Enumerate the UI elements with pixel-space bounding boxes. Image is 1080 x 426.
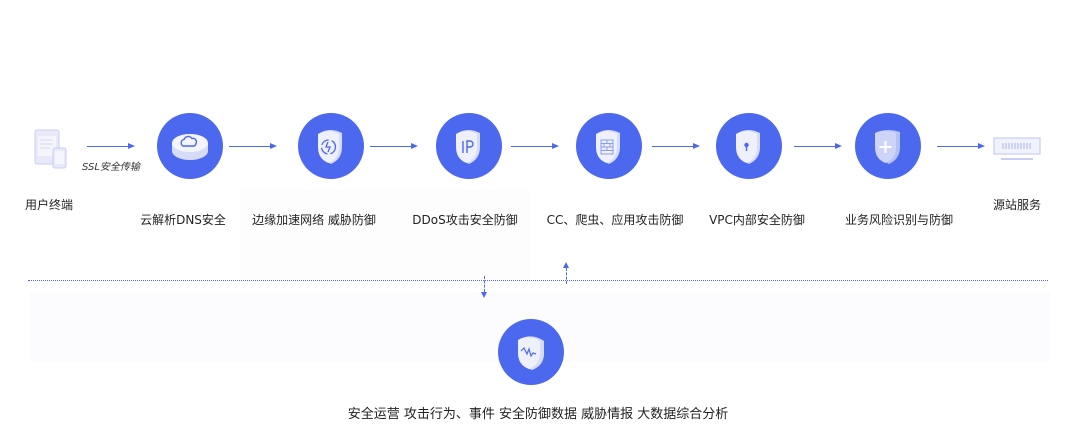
up-connector (566, 268, 567, 284)
step-node-cc (576, 113, 642, 179)
operations-node (498, 319, 564, 385)
step-node-risk (855, 113, 921, 179)
up-arrow-icon (563, 262, 569, 268)
step-label: 边缘加速网络 威胁防御 (252, 213, 376, 227)
flow-arrow (87, 143, 135, 149)
target-label: 源站服务 (992, 198, 1042, 212)
shield-pulse-icon (518, 336, 544, 370)
step-label: 业务风险识别与防御 (844, 213, 954, 227)
ssl-label: SSL安全传输 (82, 162, 140, 173)
flow-arrow (229, 143, 277, 149)
step-node-ddos (436, 113, 502, 179)
flow-arrow (370, 143, 418, 149)
operations-label: 安全运营 攻击行为、事件 安全防御数据 威胁情报 大数据综合分析 (347, 407, 729, 422)
shield-plus-icon (875, 130, 900, 164)
server-icon (993, 137, 1041, 163)
flow-arrow (794, 143, 842, 149)
shield-firewall-icon (596, 130, 620, 164)
source-label: 用户终端 (24, 198, 74, 212)
step-label: 云解析DNS安全 (140, 213, 226, 227)
flow-arrow (937, 143, 985, 149)
step-label: VPC内部安全防御 (709, 213, 805, 227)
step-node-dns (157, 113, 223, 179)
divider-line (28, 280, 1048, 281)
background-band (240, 190, 530, 280)
down-connector (484, 276, 485, 292)
step-label: CC、爬虫、应用攻击防御 (546, 213, 684, 227)
step-node-edge (298, 113, 364, 179)
devices-icon (33, 128, 69, 170)
flow-arrow (652, 143, 700, 149)
shield-sync-icon (318, 130, 342, 164)
cloud-icon (172, 134, 208, 160)
shield-lock-icon (736, 130, 760, 164)
step-node-vpc (716, 113, 782, 179)
step-label: DDoS攻击安全防御 (412, 213, 518, 227)
shield-ip-icon (456, 130, 480, 164)
down-arrow-icon (481, 292, 487, 298)
flow-arrow (511, 143, 559, 149)
